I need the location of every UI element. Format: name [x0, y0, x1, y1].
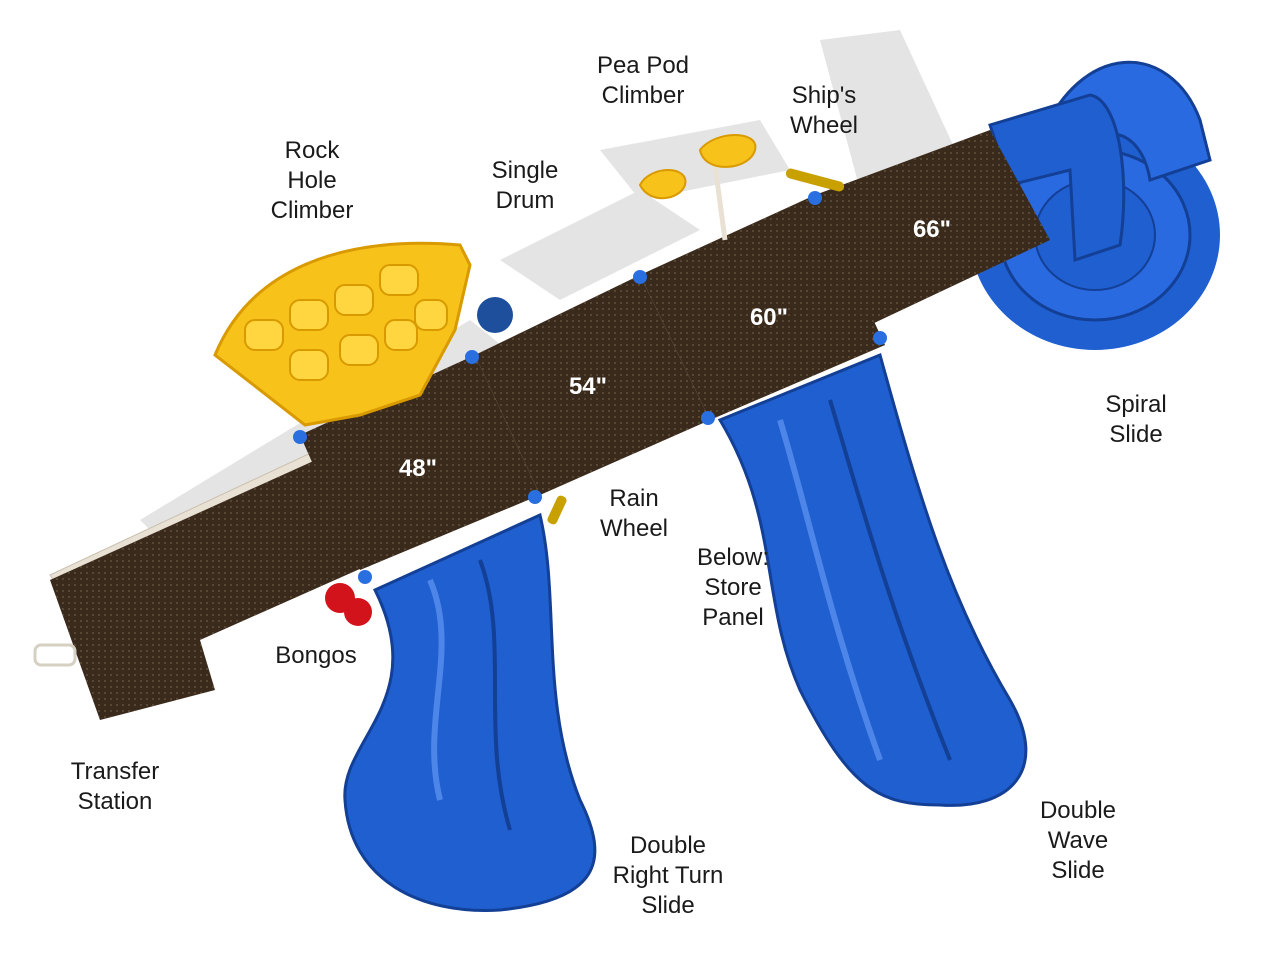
- rock-hole-climber: [213, 241, 472, 427]
- label-bongos: Bongos: [275, 642, 357, 669]
- label-transfer-station: Transfer Station: [70, 758, 160, 815]
- bongos: [325, 583, 372, 626]
- label-double-right-turn-slide: Double Right Turn Slide: [612, 832, 724, 919]
- label-pea-pod-climber: Pea Pod Climber: [596, 52, 690, 109]
- double-right-turn-slide: [343, 512, 597, 912]
- deck-height-54: 54": [569, 373, 607, 400]
- label-ships-wheel: Ship's Wheel: [789, 82, 859, 139]
- transfer-step: [33, 643, 77, 667]
- spiral-slide: [970, 60, 1220, 350]
- label-single-drum: Single Drum: [491, 157, 559, 214]
- label-double-wave-slide: Double Wave Slide: [1039, 797, 1117, 884]
- pea-pod-climber: [638, 134, 757, 241]
- rain-wheel: [547, 495, 567, 525]
- deck-height-66: 66": [913, 216, 951, 243]
- deck-clamps: [293, 191, 887, 584]
- deck-height-60: 60": [750, 304, 788, 331]
- label-rock-hole-climber: Rock Hole Climber: [270, 137, 354, 224]
- single-drum: [477, 297, 513, 333]
- label-spiral-slide: Spiral Slide: [1105, 391, 1167, 448]
- double-wave-slide: [717, 352, 1028, 807]
- deck-platform: [50, 130, 1050, 720]
- ships-wheel: [785, 168, 845, 192]
- label-rain-wheel: Rain Wheel: [599, 485, 669, 542]
- deck-height-48: 48": [399, 455, 437, 482]
- label-store-panel: Below: Store Panel: [696, 544, 770, 631]
